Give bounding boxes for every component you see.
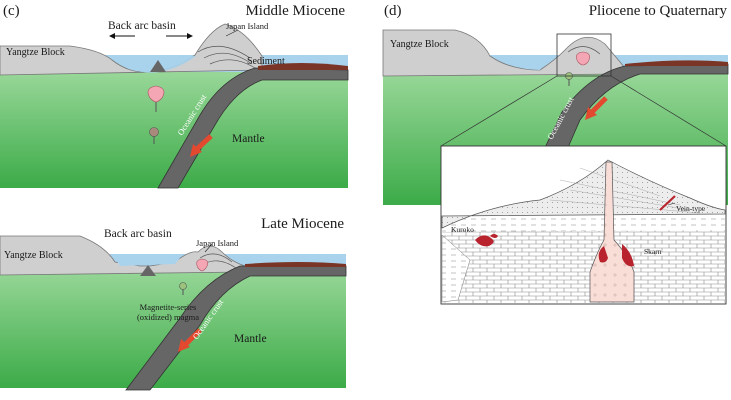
- kuroko-ore-small: [490, 234, 498, 238]
- kuroko-ore: [475, 235, 494, 247]
- label-yangtze: Yangtze Block: [4, 250, 63, 261]
- label-mantle: Mantle: [232, 133, 265, 145]
- vein-leader: [667, 202, 676, 206]
- label-yangtze: Yangtze Block: [6, 47, 65, 58]
- magma-body: [196, 258, 209, 272]
- label-back-arc: Back arc basin: [108, 20, 176, 32]
- subduction-arrowhead: [585, 107, 597, 120]
- rift-volcano: [150, 60, 166, 72]
- subduction-arrowhead: [190, 144, 202, 157]
- sediment-layer: [245, 262, 346, 267]
- skarn-ore-left: [598, 246, 608, 263]
- panel-letter-d: (d): [384, 3, 402, 19]
- cone-strata: [549, 167, 701, 214]
- shale-layer: [442, 214, 725, 232]
- subduction-arrow: [194, 134, 213, 152]
- continental-crust: [0, 235, 246, 276]
- back-arc-water: [112, 56, 196, 73]
- volcanic-rock: [441, 234, 471, 303]
- zoom-box: [556, 33, 612, 77]
- arc-strata: [567, 46, 601, 55]
- volcano-cone: [441, 159, 726, 229]
- panel-pliocene-quaternary: (d) Pliocene to Quaternary Yangtze Block…: [382, 3, 729, 305]
- zoom-leader-left: [440, 75, 558, 147]
- zoom-leader-right: [610, 75, 727, 147]
- oceanic-slab: [125, 265, 347, 391]
- panel-letter-c: (c): [3, 3, 20, 19]
- label-magma-line1: Magnetite-series: [140, 302, 197, 312]
- continental-crust: [382, 29, 626, 77]
- sediment-layer: [625, 60, 728, 66]
- panel-title-middle-miocene: Middle Miocene: [245, 3, 345, 19]
- label-mantle: Mantle: [234, 333, 267, 345]
- subduction-arrow: [589, 96, 608, 115]
- panel-middle-miocene: (c) Middle Miocene Back arc basin Japan …: [0, 3, 349, 189]
- magma-diapir: [149, 127, 159, 144]
- label-magma-line2: (oxidized) magma: [137, 312, 199, 322]
- label-yangtze: Yangtze Block: [390, 39, 449, 50]
- panel-title-pliocene: Pliocene to Quaternary: [589, 3, 728, 19]
- subduction-arrow: [182, 328, 202, 348]
- skarn-ore-right: [622, 244, 634, 267]
- magma-body: [147, 85, 165, 112]
- magma-body: [576, 51, 590, 66]
- arc-strata: [197, 45, 256, 69]
- japan-leader: [225, 29, 239, 37]
- label-back-arc: Back arc basin: [104, 228, 172, 240]
- label-japan: Japan Island: [196, 238, 239, 248]
- rift-volcano: [140, 265, 156, 276]
- vein-ore: [659, 195, 676, 211]
- japan-leader: [204, 243, 213, 253]
- back-arc-water: [492, 56, 545, 70]
- label-skarn: Skarn: [644, 247, 662, 256]
- magma-diapir: [179, 282, 187, 295]
- oceanic-slab: [157, 67, 349, 189]
- label-japan: Japan Island: [226, 21, 269, 31]
- back-arc-water: [115, 258, 180, 266]
- label-sediment: Sediment: [247, 56, 285, 67]
- sediment-layer: [258, 63, 348, 70]
- label-vein-type: Vein-type: [676, 204, 706, 213]
- panel-title-late-miocene: Late Miocene: [261, 216, 344, 232]
- intrusion-body: [589, 161, 635, 303]
- panel-late-miocene: Late Miocene Back arc basin Japan Island…: [0, 216, 347, 391]
- inset-ore-deposits: Kuroko Vein-type Skarn: [440, 145, 727, 305]
- subduction-arrowhead: [178, 339, 190, 352]
- label-kuroko: Kuroko: [451, 225, 474, 234]
